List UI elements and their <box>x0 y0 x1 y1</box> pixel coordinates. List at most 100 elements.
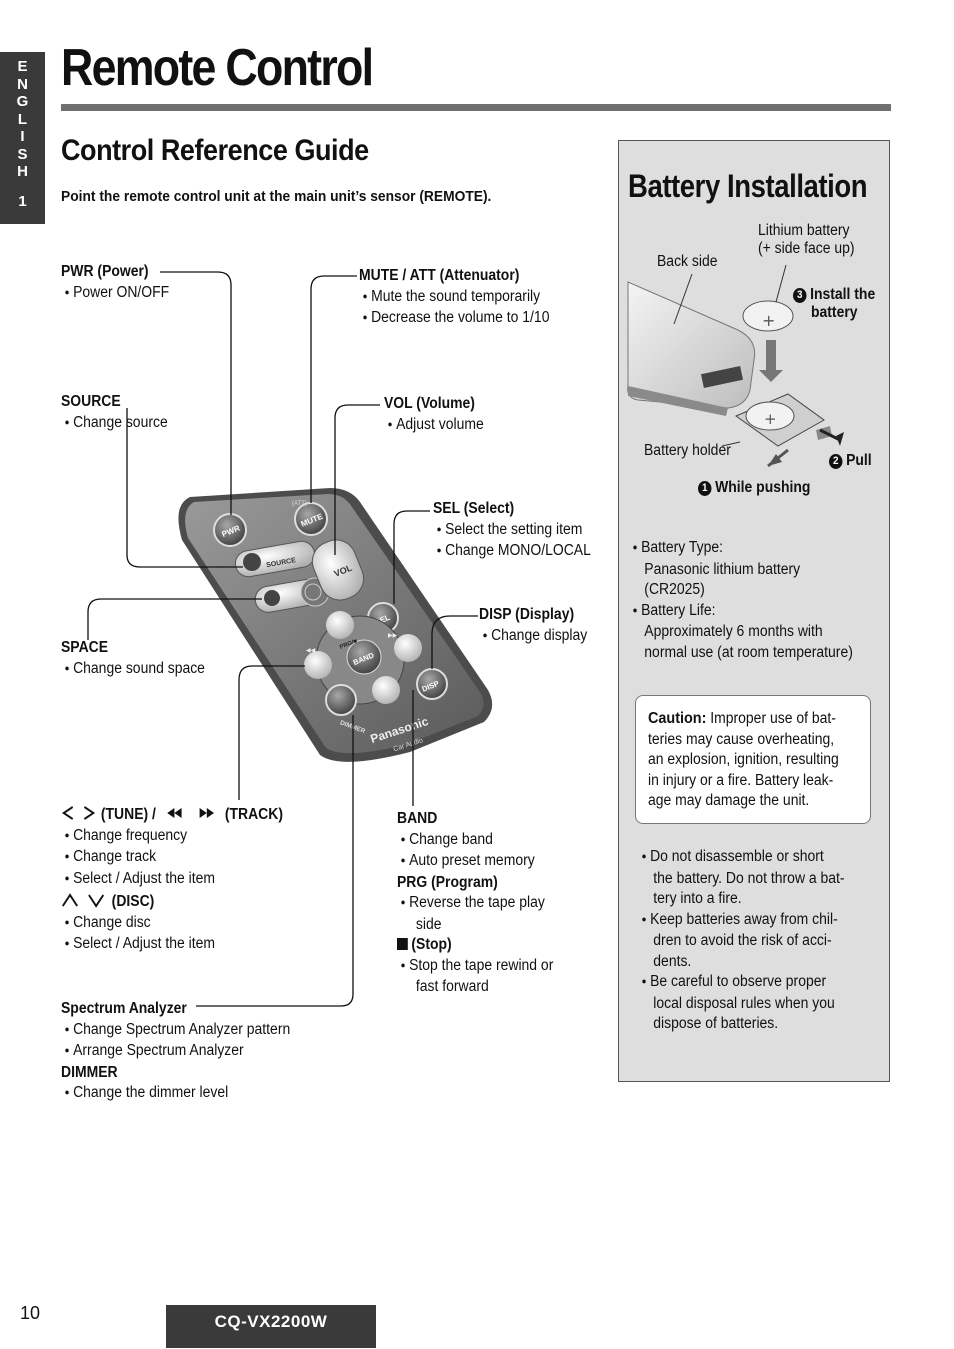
lithium-line-1: Lithium battery <box>758 222 850 239</box>
battery-type-label: Battery Type: <box>629 538 853 560</box>
title-rule <box>61 104 891 111</box>
section-heading: Control Reference Guide <box>61 134 369 167</box>
spectrum-item: Arrange Spectrum Analyzer <box>61 1041 290 1063</box>
sel-title: SEL (Select) <box>433 500 515 517</box>
spectrum-item: Change Spectrum Analyzer pattern <box>61 1020 290 1042</box>
pwr-item: Power ON/OFF <box>61 283 169 305</box>
battery-specs: Battery Type: Panasonic lithium battery … <box>629 538 853 663</box>
att-key-label: (ATT) <box>292 501 307 507</box>
sel-description: SEL (Select) Select the setting item Cha… <box>433 499 591 563</box>
disc-item: Select / Adjust the item <box>61 934 215 956</box>
caution-line: teries may cause overheating, <box>648 730 835 748</box>
prg-item-cont: side <box>415 915 442 933</box>
language-letter: L <box>17 110 28 128</box>
battery-type-value: Panasonic lithium battery <box>644 560 801 578</box>
dimmer-button <box>325 684 357 716</box>
language-letter: I <box>20 128 25 145</box>
rewind-key-label: ◀◀ <box>306 647 316 654</box>
step-1-icon: 1 <box>698 481 712 496</box>
page-number: 10 <box>20 1303 41 1323</box>
section-number: 1 <box>18 192 27 210</box>
battery-life-value: Approximately 6 months with <box>644 623 823 640</box>
spectrum-description: Spectrum Analyzer Change Spectrum Analyz… <box>61 999 290 1105</box>
vol-title: VOL (Volume) <box>384 395 475 412</box>
vol-rocker <box>311 539 365 601</box>
note-line: tery into a fire. <box>653 890 742 907</box>
svg-text:+: + <box>762 311 775 330</box>
disp-description: DISP (Display) Change display <box>479 605 587 647</box>
language-letter: N <box>17 75 28 93</box>
step-2-icon: 2 <box>829 454 843 469</box>
band-title: BAND <box>397 810 438 827</box>
source-description: SOURCE Change source <box>61 392 168 434</box>
source-title: SOURCE <box>61 393 121 410</box>
pwr-title: PWR (Power) <box>61 263 149 280</box>
note-line: dents. <box>653 952 692 970</box>
tune-item: Select / Adjust the item <box>61 869 283 891</box>
pwr-description: PWR (Power) Power ON/OFF <box>61 262 169 304</box>
caution-line: in injury or a fire. Battery leak- <box>648 771 834 789</box>
mute-title: MUTE / ATT (Attenuator) <box>359 267 520 284</box>
band-item: Change band <box>397 830 553 852</box>
tune-item: Change track <box>61 847 283 869</box>
language-letter: S <box>17 145 28 163</box>
mute-description: MUTE / ATT (Attenuator) Mute the sound t… <box>359 266 549 330</box>
space-title: SPACE <box>61 639 109 656</box>
sel-item: Change MONO/LOCAL <box>433 541 591 563</box>
caution-line: Improper use of bat- <box>710 710 836 727</box>
step-2-text: Pull <box>846 452 872 469</box>
language-tab: E N G L I S H 1 <box>0 52 45 224</box>
caution-line: age may damage the unit. <box>648 792 810 809</box>
source-item: Change source <box>61 413 168 435</box>
mute-item: Mute the sound temporarily <box>359 287 549 309</box>
step-3-line-2: battery <box>811 303 858 321</box>
band-button <box>346 639 382 675</box>
disp-title: DISP (Display) <box>479 606 575 623</box>
stop-title: (Stop) <box>411 936 452 953</box>
tune-arrows-icon <box>61 806 96 820</box>
tune-title: (TUNE) / <box>100 806 156 823</box>
band-item: Auto preset memory <box>397 851 553 873</box>
battery-illustration: + + <box>627 264 844 468</box>
caution-line: an explosion, ignition, resulting <box>648 751 839 768</box>
vol-description: VOL (Volume) Adjust volume <box>384 394 484 436</box>
model-number: CQ-VX2200W <box>166 1305 376 1348</box>
battery-holder-label: Battery holder <box>644 442 731 459</box>
tune-track-description: (TUNE) / (TRACK) Change frequency Change… <box>61 805 283 890</box>
space-description: SPACE Change sound space <box>61 638 205 680</box>
step-3-line-1: Install the <box>810 286 876 303</box>
tune-item: Change frequency <box>61 826 283 848</box>
battery-type-value: (CR2025) <box>644 581 705 598</box>
spectrum-title: Spectrum Analyzer <box>61 1000 187 1017</box>
step-1-text: While pushing <box>715 479 811 496</box>
lithium-line-2: (+ side face up) <box>758 240 855 257</box>
mute-button: MUTE <box>294 502 328 536</box>
disc-arrows-icon <box>62 893 105 908</box>
note-line: Be careful to observe proper <box>638 972 845 994</box>
disc-description: (DISC) Change disc Select / Adjust the i… <box>61 892 215 956</box>
mute-item: Decrease the volume to 1/10 <box>359 308 549 330</box>
vol-item: Adjust volume <box>384 415 484 437</box>
battery-notes: Do not disassemble or short the battery.… <box>638 847 845 1035</box>
note-line: dispose of batteries. <box>653 1015 779 1032</box>
stop-square-icon <box>397 938 408 950</box>
svg-text:+: + <box>764 410 777 428</box>
caution-text: Caution: Improper use of bat- teries may… <box>648 709 839 812</box>
note-line: dren to avoid the risk of acci- <box>653 932 832 949</box>
leader-lines <box>87 271 478 1007</box>
language-letter: G <box>16 93 29 110</box>
note-line: the battery. Do not throw a bat- <box>653 869 845 887</box>
note-line: Do not disassemble or short <box>638 847 845 869</box>
stop-item: Stop the tape rewind or <box>397 956 553 978</box>
disp-item: Change display <box>479 626 587 648</box>
space-item: Change sound space <box>61 659 205 681</box>
language-letter: H <box>17 163 28 180</box>
note-line: local disposal rules when you <box>653 994 835 1012</box>
language-letter: E <box>17 58 28 75</box>
band-prg-stop-description: BAND Change band Auto preset memory PRG … <box>397 809 553 998</box>
lithium-label: Lithium battery (+ side face up) <box>758 222 855 258</box>
caution-box <box>635 695 871 824</box>
